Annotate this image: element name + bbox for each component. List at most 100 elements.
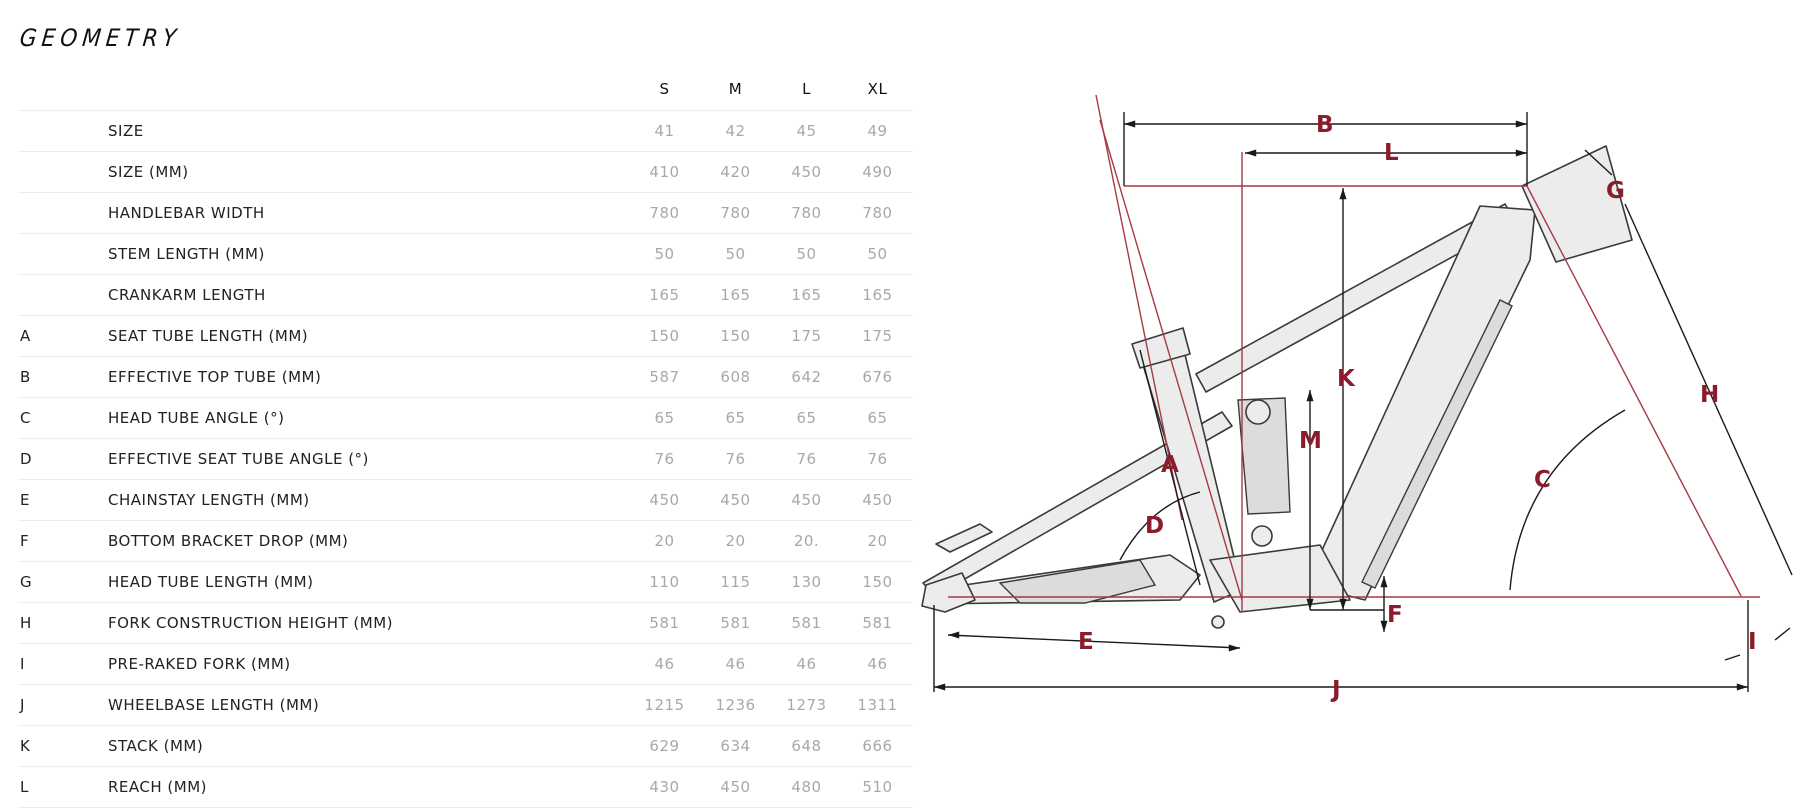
label-j: J bbox=[1330, 677, 1341, 703]
value-cell-l: 1273 bbox=[771, 684, 842, 726]
value-cell-xl: 1311 bbox=[842, 684, 913, 726]
arrowhead bbox=[1515, 149, 1527, 157]
seat-collar bbox=[1131, 327, 1191, 369]
row-label: PRE-RAKED FORK (MM) bbox=[107, 643, 629, 685]
row-letter: B bbox=[18, 356, 107, 398]
label-g: G bbox=[1606, 178, 1625, 204]
row-label: CRANKARM LENGTH bbox=[107, 274, 629, 316]
chainstay-guard bbox=[998, 559, 1157, 604]
arrowhead bbox=[1306, 390, 1314, 402]
value-cell-xl: 780 bbox=[842, 192, 913, 234]
value-cell-xl: 450 bbox=[842, 479, 913, 521]
row-label: STACK (MM) bbox=[107, 725, 629, 767]
dimension-labels: B L G K H M A C D F E I J bbox=[1078, 112, 1757, 703]
value-cell-m: 115 bbox=[700, 561, 771, 603]
arrowhead bbox=[1306, 598, 1314, 610]
header-size-l: L bbox=[802, 80, 811, 98]
rear-shock bbox=[1237, 397, 1291, 515]
row-label: FORK CONSTRUCTION HEIGHT (MM) bbox=[107, 602, 629, 644]
value-cell-l: 175 bbox=[771, 315, 842, 357]
label-d: D bbox=[1145, 513, 1164, 539]
value-cell-l: 76 bbox=[771, 438, 842, 480]
value-cell-s: 20 bbox=[629, 520, 700, 562]
value-cell-l: 642 bbox=[771, 356, 842, 398]
value-cell-m: 42 bbox=[700, 110, 771, 152]
bike-frame-illustration bbox=[921, 145, 1633, 629]
value-cell-l: 581 bbox=[771, 602, 842, 644]
value-cell-xl: 76 bbox=[842, 438, 913, 480]
value-cell-l: 45 bbox=[771, 110, 842, 152]
page-title: GEOMETRY bbox=[18, 24, 183, 52]
motor-housing bbox=[1209, 544, 1351, 613]
value-cell-s: 76 bbox=[629, 438, 700, 480]
label-i: I bbox=[1748, 629, 1757, 655]
header-size-xl: XL bbox=[867, 80, 888, 98]
value-cell-s: 110 bbox=[629, 561, 700, 603]
value-cell-s: 581 bbox=[629, 602, 700, 644]
value-cell-l: 480 bbox=[771, 766, 842, 808]
value-cell-s: 629 bbox=[629, 725, 700, 767]
value-cell-xl: 666 bbox=[842, 725, 913, 767]
value-cell-s: 780 bbox=[629, 192, 700, 234]
main-pivot bbox=[1211, 615, 1225, 629]
row-letter: L bbox=[18, 766, 107, 808]
row-letter: K bbox=[18, 725, 107, 767]
value-cell-s: 450 bbox=[629, 479, 700, 521]
row-label: WHEELBASE LENGTH (MM) bbox=[107, 684, 629, 726]
row-letter: C bbox=[18, 397, 107, 439]
shock-mount-top bbox=[1245, 399, 1271, 425]
table-header-row: S M L XL bbox=[18, 68, 913, 111]
label-c: C bbox=[1534, 467, 1551, 493]
arrowhead bbox=[1380, 620, 1388, 632]
label-a: A bbox=[1161, 452, 1179, 478]
value-cell-l: 450 bbox=[771, 151, 842, 193]
row-letter: E bbox=[18, 479, 107, 521]
value-cell-s: 65 bbox=[629, 397, 700, 439]
row-label: HANDLEBAR WIDTH bbox=[107, 192, 629, 234]
row-letter bbox=[18, 151, 107, 193]
label-l: L bbox=[1384, 140, 1399, 166]
value-cell-l: 648 bbox=[771, 725, 842, 767]
value-cell-m: 50 bbox=[700, 233, 771, 275]
head-tube bbox=[1521, 145, 1633, 263]
label-h: H bbox=[1700, 382, 1719, 408]
value-cell-xl: 581 bbox=[842, 602, 913, 644]
value-cell-s: 41 bbox=[629, 110, 700, 152]
header-label bbox=[107, 68, 629, 111]
header-size-s: S bbox=[659, 80, 670, 98]
value-cell-s: 430 bbox=[629, 766, 700, 808]
value-cell-xl: 150 bbox=[842, 561, 913, 603]
value-cell-m: 450 bbox=[700, 479, 771, 521]
value-cell-xl: 175 bbox=[842, 315, 913, 357]
row-label: HEAD TUBE LENGTH (MM) bbox=[107, 561, 629, 603]
value-cell-m: 608 bbox=[700, 356, 771, 398]
arrowhead bbox=[1380, 576, 1388, 588]
value-cell-l: 780 bbox=[771, 192, 842, 234]
value-cell-l: 65 bbox=[771, 397, 842, 439]
row-label: EFFECTIVE SEAT TUBE ANGLE (°) bbox=[107, 438, 629, 480]
value-cell-xl: 65 bbox=[842, 397, 913, 439]
row-letter: F bbox=[18, 520, 107, 562]
value-cell-m: 581 bbox=[700, 602, 771, 644]
value-cell-l: 165 bbox=[771, 274, 842, 316]
value-cell-m: 634 bbox=[700, 725, 771, 767]
header-letter bbox=[18, 68, 107, 111]
row-letter bbox=[18, 233, 107, 275]
row-label: CHAINSTAY LENGTH (MM) bbox=[107, 479, 629, 521]
header-size-m: M bbox=[728, 80, 743, 98]
